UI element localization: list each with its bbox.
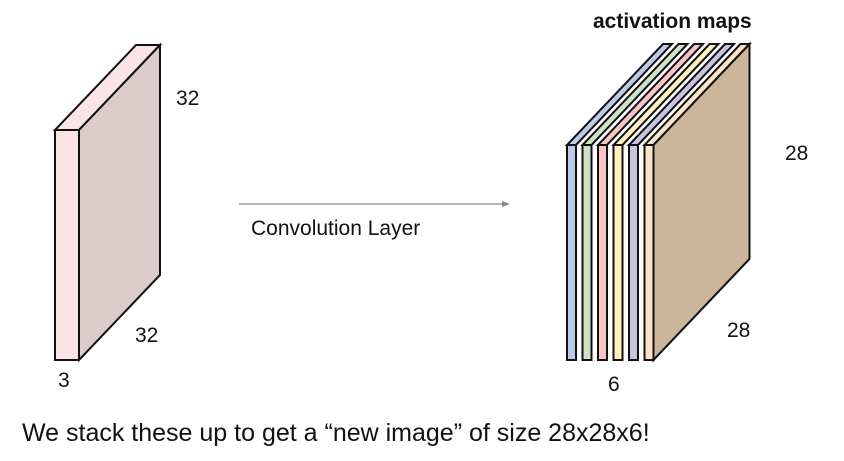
input-height-label: 32: [176, 87, 199, 110]
activation-width-label: 28: [727, 319, 750, 342]
arrow-label: Convolution Layer: [251, 217, 420, 240]
input-depth-label: 3: [58, 369, 70, 392]
arrow-head: [502, 201, 510, 207]
activation-map-5: [628, 144, 639, 361]
activation-depth-label: 6: [608, 373, 620, 396]
input-width-label: 32: [135, 324, 158, 347]
convolution-arrow: Convolution Layer: [239, 201, 510, 240]
activation-map-4: [612, 144, 624, 361]
activation-map-2: [581, 144, 593, 361]
activation-map-3: [597, 144, 608, 361]
caption: We stack these up to get a “new image” o…: [22, 419, 650, 447]
activation-maps-title: activation maps: [593, 10, 752, 33]
activation-height-label: 28: [785, 142, 808, 165]
input-volume-front-face: [54, 129, 80, 361]
activation-maps-stack: [564, 41, 752, 363]
activation-map-1: [566, 144, 577, 361]
activation-maps-side-face: [652, 41, 751, 363]
input-volume: 32 32 3: [52, 42, 199, 392]
activation-map-6: [643, 144, 655, 361]
